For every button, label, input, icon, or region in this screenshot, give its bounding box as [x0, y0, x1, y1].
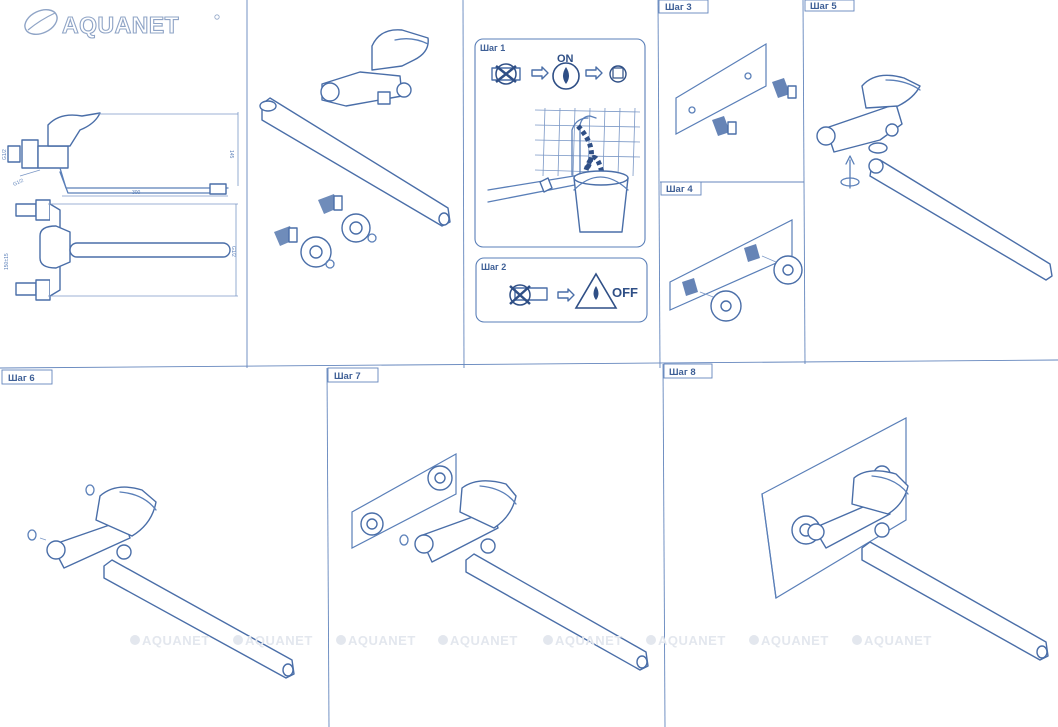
parts-illustration: [259, 29, 451, 269]
brand-logo: AQUANET: [24, 9, 220, 39]
watermark-leaf-icon: [852, 635, 862, 645]
step-7-label: Шаг 7: [334, 371, 361, 382]
step-5-tab: Шаг 5: [804, 0, 855, 12]
step-8-tab: Шаг 8: [663, 363, 713, 379]
water-on-icon: ON: [552, 53, 580, 90]
watermark-leaf-icon: [233, 635, 243, 645]
watermark-text: AQUANET: [245, 633, 313, 648]
eccentric-right: [318, 194, 377, 243]
valve-icon: [491, 63, 521, 85]
step-3-label: Шаг 3: [665, 2, 692, 13]
step-6-illustration: [27, 484, 295, 679]
on-label: ON: [557, 53, 574, 65]
step-8-label: Шаг 8: [669, 367, 696, 378]
flush-scene: [487, 107, 641, 233]
watermark-leaf-icon: [130, 635, 140, 645]
watermark-text: AQUANET: [348, 633, 416, 648]
watermark: AQUANET: [646, 633, 726, 648]
watermark: AQUANET: [438, 633, 518, 648]
watermark: AQUANET: [233, 633, 313, 648]
step-1-box: Шаг 1 ON: [474, 38, 646, 248]
step-7-tab: Шаг 7: [327, 367, 379, 383]
width-dim: 150±15: [4, 253, 10, 270]
watermark-row: AQUANET AQUANET AQUANET AQUANET AQUANET AQUAN…: [130, 633, 932, 648]
step-4-label: Шаг 4: [666, 184, 693, 195]
watermark-text: AQUANET: [761, 633, 829, 648]
watermark-leaf-icon: [543, 635, 553, 645]
step-6-tab: Шаг 6: [1, 369, 53, 385]
svg-text:G1/2: G1/2: [12, 178, 25, 188]
height-dim: 145: [228, 150, 234, 159]
watermark-text: AQUANET: [142, 633, 210, 648]
step-2-label: Шаг 2: [481, 262, 506, 272]
leaf-icon: [24, 9, 58, 35]
step-5-illustration: [816, 74, 1053, 281]
step-4-illustration: [669, 219, 803, 322]
step-6-label: Шаг 6: [8, 373, 35, 384]
watermark: AQUANET: [130, 633, 210, 648]
watermark-text: AQUANET: [450, 633, 518, 648]
watermark: AQUANET: [852, 633, 932, 648]
watermark-leaf-icon: [336, 635, 346, 645]
watermark-text: AQUANET: [864, 633, 932, 648]
step-3-tab: Шаг 3: [658, 0, 709, 14]
warning-triangle-icon: [574, 272, 618, 309]
step-2-box: Шаг 2 OFF: [475, 257, 648, 323]
tap-icon: [609, 65, 627, 83]
step-7-illustration: [351, 452, 649, 671]
svg-text:G1/2: G1/2: [230, 246, 236, 257]
eccentric-left: [274, 226, 335, 269]
pipe-dim: G1/2: [2, 149, 8, 160]
dimension-drawing: 300 145 G1/2 G1/2 G1/2 150±15: [2, 112, 239, 301]
step-4-tab: Шаг 4: [660, 181, 702, 196]
step-3-illustration: [675, 42, 797, 136]
watermark-text: AQUANET: [555, 633, 623, 648]
spout-length-dim: 300: [132, 190, 141, 196]
brand-name: AQUANET: [62, 12, 179, 38]
step-8-illustration: [761, 417, 1049, 661]
watermark: AQUANET: [543, 633, 623, 648]
step-5-label: Шаг 5: [810, 1, 837, 12]
valve-closed-icon: [509, 284, 548, 306]
watermark: AQUANET: [336, 633, 416, 648]
step-1-label: Шаг 1: [480, 43, 505, 53]
watermark-leaf-icon: [646, 635, 656, 645]
watermark-text: AQUANET: [658, 633, 726, 648]
watermark-leaf-icon: [749, 635, 759, 645]
off-label: OFF: [612, 285, 638, 300]
watermark: AQUANET: [749, 633, 829, 648]
watermark-leaf-icon: [438, 635, 448, 645]
